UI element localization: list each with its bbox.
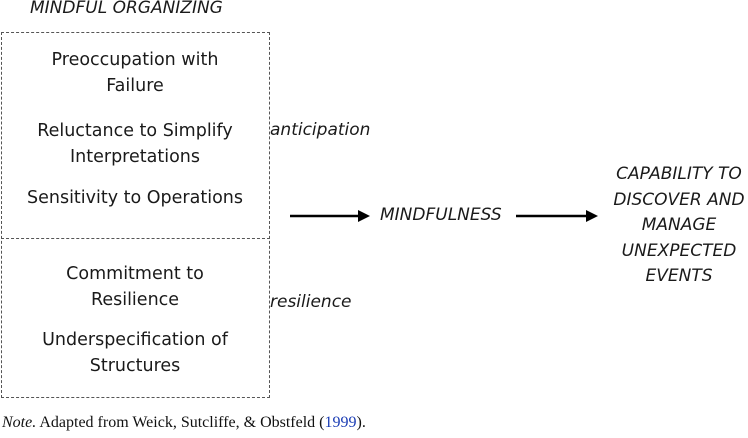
- label-anticipation: anticipation: [270, 120, 371, 140]
- arrow-to-capability: [516, 210, 598, 222]
- mindfulness-label: MINDFULNESS: [380, 205, 502, 225]
- outcome-line: DISCOVER AND: [613, 189, 745, 210]
- item-sensitivity-to-operations: Sensitivity to Operations: [26, 188, 243, 208]
- diagram-title: MINDFUL ORGANIZING: [30, 0, 223, 18]
- note-text: Adapted from Weick, Sutcliffe, & Obstfel…: [36, 414, 325, 431]
- label-resilience: resilience: [270, 292, 352, 312]
- mindful-organizing-box: [1, 32, 270, 398]
- figure-note: Note. Adapted from Weick, Sutcliffe, & O…: [2, 414, 366, 432]
- item-preoccupation-with-failure: Preoccupation with Failure: [51, 50, 219, 96]
- item-commitment-to-resilience: Commitment to Resilience: [66, 264, 204, 310]
- outcome-line: EVENTS: [645, 266, 713, 286]
- outcome-line: MANAGE: [641, 215, 717, 235]
- citation-year-link[interactable]: 1999: [324, 414, 357, 431]
- outcome-line: CAPABILITY TO: [616, 164, 742, 184]
- box-divider: [1, 238, 270, 239]
- note-prefix: Note.: [2, 414, 37, 431]
- note-suffix: ).: [356, 414, 366, 431]
- item-underspecification-of-structures: Underspecification of Structures: [42, 330, 228, 376]
- arrow-to-mindfulness: [290, 210, 370, 222]
- item-reluctance-to-simplify: Reluctance to Simplify Interpretations: [37, 121, 233, 167]
- outcome-line: UNEXPECTED: [621, 240, 737, 261]
- outcome-capability: CAPABILITY TO DISCOVER AND MANAGE UNEXPE…: [606, 162, 748, 290]
